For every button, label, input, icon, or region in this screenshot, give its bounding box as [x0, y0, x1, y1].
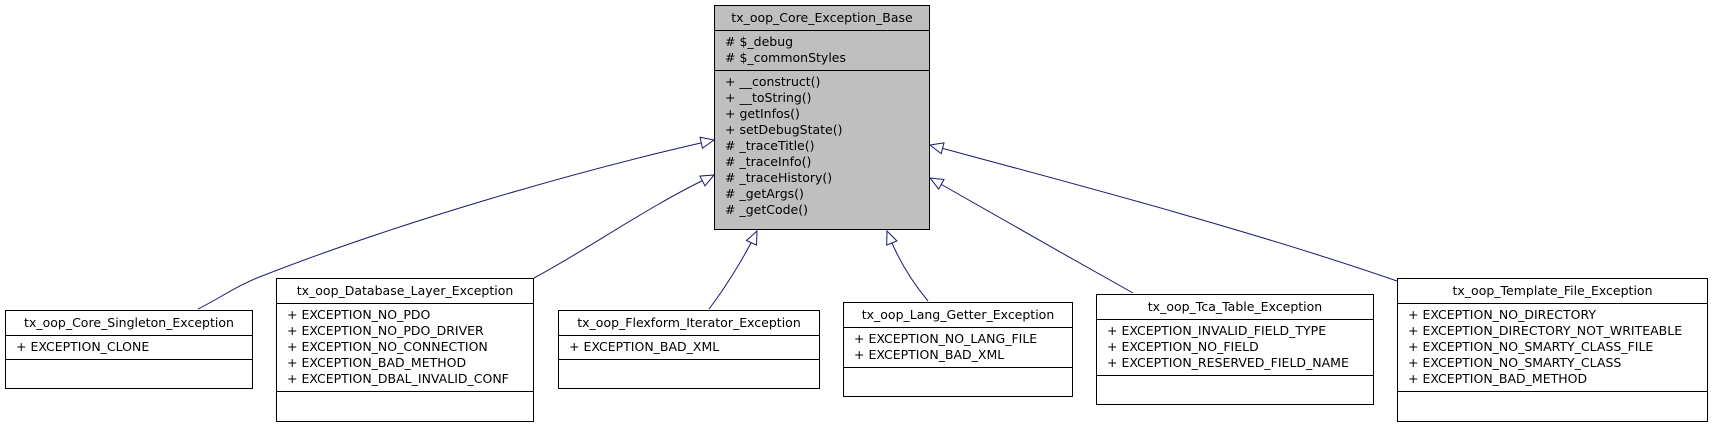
operation: # _getArgs(): [725, 186, 804, 201]
attribute: + EXCEPTION_INVALID_FIELD_TYPE: [1107, 323, 1327, 338]
attribute: + EXCEPTION_NO_FIELD: [1107, 339, 1259, 354]
class-operations: [1398, 392, 1707, 411]
class-box-core-singleton-exception: tx_oop_Core_Singleton_Exception + EXCEPT…: [5, 310, 253, 389]
operation: + __toString(): [725, 90, 812, 105]
class-box-flexform-iterator-exception: tx_oop_Flexform_Iterator_Exception + EXC…: [558, 310, 820, 389]
class-name: tx_oop_Tca_Table_Exception: [1097, 295, 1373, 320]
inheritance-edge: [197, 139, 715, 310]
attribute: + EXCEPTION_DBAL_INVALID_CONF: [287, 371, 509, 386]
attribute: # $_debug: [725, 34, 794, 49]
class-name: tx_oop_Flexform_Iterator_Exception: [559, 311, 819, 336]
attribute: + EXCEPTION_BAD_METHOD: [1408, 371, 1588, 386]
attribute: + EXCEPTION_DIRECTORY_NOT_WRITEABLE: [1408, 323, 1683, 338]
class-operations: [559, 360, 819, 379]
attribute: + EXCEPTION_NO_DIRECTORY: [1408, 307, 1596, 322]
inheritance-edge: [533, 174, 715, 279]
class-attributes: + EXCEPTION_NO_PDO + EXCEPTION_NO_PDO_DR…: [277, 304, 533, 392]
attribute: + EXCEPTION_NO_SMARTY_CLASS_FILE: [1408, 339, 1654, 354]
operation: + getInfos(): [725, 106, 800, 121]
attribute: + EXCEPTION_NO_CONNECTION: [287, 339, 488, 354]
class-attributes: + EXCEPTION_CLONE: [6, 336, 252, 360]
class-name: tx_oop_Template_File_Exception: [1398, 279, 1707, 304]
attribute: # $_commonStyles: [725, 50, 847, 65]
operation: # _getCode(): [725, 202, 808, 217]
inheritance-arrowhead: [886, 229, 898, 246]
class-operations: [6, 360, 252, 379]
class-attributes: + EXCEPTION_BAD_XML: [559, 336, 819, 360]
class-operations: [1097, 376, 1373, 395]
class-box-base: tx_oop_Core_Exception_Base # $_debug # $…: [714, 5, 930, 230]
inheritance-edge: [929, 144, 1398, 282]
class-box-tca-table-exception: tx_oop_Tca_Table_Exception + EXCEPTION_I…: [1096, 294, 1374, 405]
inheritance-arrowhead: [928, 177, 945, 191]
class-attributes: # $_debug # $_commonStyles: [715, 31, 929, 71]
class-attributes: + EXCEPTION_NO_LANG_FILE + EXCEPTION_BAD…: [844, 328, 1072, 368]
attribute: + EXCEPTION_BAD_XML: [569, 339, 720, 354]
class-box-database-layer-exception: tx_oop_Database_Layer_Exception + EXCEPT…: [276, 278, 534, 422]
attribute: + EXCEPTION_BAD_XML: [854, 347, 1005, 362]
class-name: tx_oop_Core_Singleton_Exception: [6, 311, 252, 336]
operation: # _traceInfo(): [725, 154, 812, 169]
inheritance-arrowhead: [699, 136, 716, 149]
class-name: tx_oop_Lang_Getter_Exception: [844, 303, 1072, 328]
attribute: + EXCEPTION_CLONE: [16, 339, 150, 354]
attribute: + EXCEPTION_NO_LANG_FILE: [854, 331, 1038, 346]
attribute: + EXCEPTION_NO_PDO: [287, 307, 431, 322]
class-operations: + __construct() + __toString() + getInfo…: [715, 71, 929, 222]
inheritance-arrowhead: [699, 174, 716, 187]
class-box-template-file-exception: tx_oop_Template_File_Exception + EXCEPTI…: [1397, 278, 1708, 422]
operation: # _traceHistory(): [725, 170, 833, 185]
class-name: tx_oop_Core_Exception_Base: [715, 6, 929, 31]
inheritance-edge: [929, 177, 1134, 294]
inheritance-arrowhead: [745, 229, 758, 246]
class-attributes: + EXCEPTION_NO_DIRECTORY + EXCEPTION_DIR…: [1398, 304, 1707, 392]
class-box-lang-getter-exception: tx_oop_Lang_Getter_Exception + EXCEPTION…: [843, 302, 1073, 397]
class-name: tx_oop_Database_Layer_Exception: [277, 279, 533, 304]
operation: + setDebugState(): [725, 122, 843, 137]
operation: # _traceTitle(): [725, 138, 815, 153]
attribute: + EXCEPTION_NO_PDO_DRIVER: [287, 323, 484, 338]
attribute: + EXCEPTION_RESERVED_FIELD_NAME: [1107, 355, 1349, 370]
attribute: + EXCEPTION_BAD_METHOD: [287, 355, 467, 370]
inheritance-arrowhead: [928, 142, 945, 155]
inheritance-edge: [708, 230, 758, 310]
class-attributes: + EXCEPTION_INVALID_FIELD_TYPE + EXCEPTI…: [1097, 320, 1373, 376]
operation: + __construct(): [725, 74, 821, 89]
attribute: + EXCEPTION_NO_SMARTY_CLASS: [1408, 355, 1622, 370]
class-operations: [277, 392, 533, 411]
class-operations: [844, 368, 1072, 387]
